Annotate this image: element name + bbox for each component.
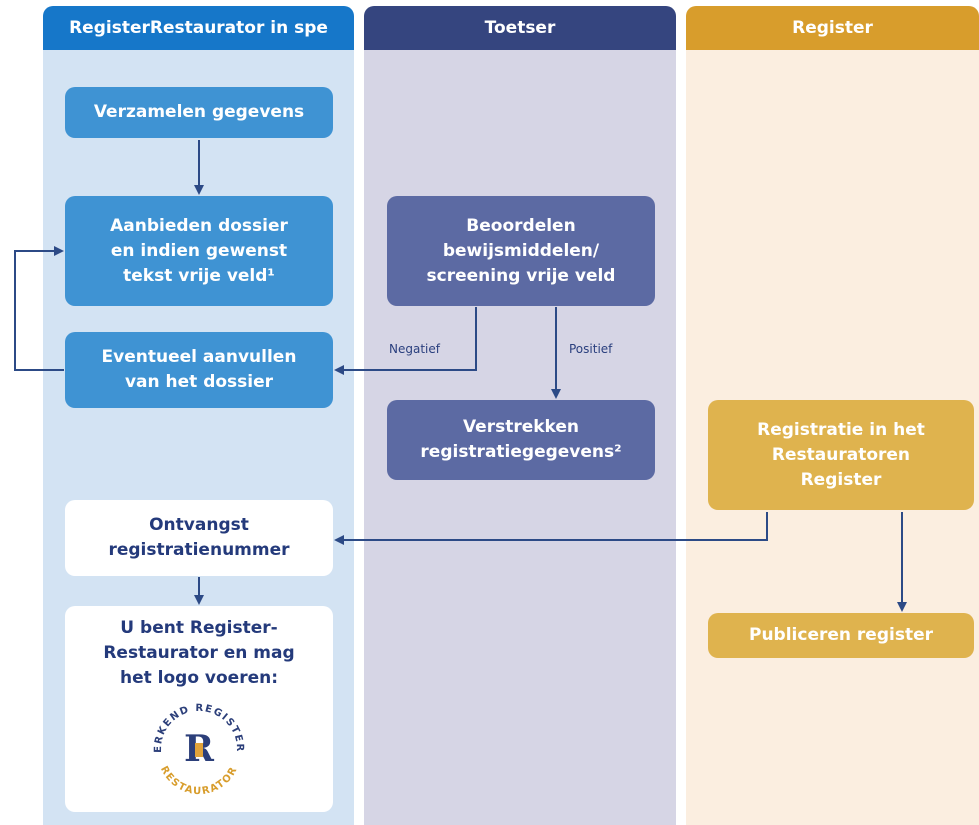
arrow-supplement-loop-back: [14, 246, 64, 371]
lane-header-assessor: Toetser: [364, 6, 676, 50]
step-supplement-dossier[interactable]: Eventueel aanvullen van het dossier: [65, 332, 333, 408]
lane-header-register: Register: [686, 6, 979, 50]
step-assess-evidence[interactable]: Beoordelen bewijsmiddelen/ screening vri…: [387, 196, 655, 306]
step-result-logo: U bent Register- Restaurator en mag het …: [65, 606, 333, 812]
step-submit-dossier[interactable]: Aanbieden dossier en indien gewenst teks…: [65, 196, 333, 306]
step-issue-registration-data[interactable]: Verstrekken registratiegegevens²: [387, 400, 655, 480]
lane-header-applicant: RegisterRestaurator in spe: [43, 6, 354, 50]
arrow-assess-negative: [334, 307, 477, 375]
edge-label-negative: Negatief: [389, 342, 440, 356]
step-receive-number[interactable]: Ontvangst registratienummer: [65, 500, 333, 576]
erkend-register-logo-icon: ERKEND REGISTER RESTAURATOR R: [153, 703, 244, 797]
step-collect-data[interactable]: Verzamelen gegevens: [65, 87, 333, 138]
result-text: U bent Register- Restaurator en mag het …: [103, 618, 295, 688]
arrow-registration-to-receive: [334, 512, 768, 545]
step-registration[interactable]: Registratie in het Restauratoren Registe…: [708, 400, 974, 510]
logo-accent: [195, 743, 203, 757]
edge-label-positive: Positief: [569, 342, 613, 356]
step-publish-register[interactable]: Publiceren register: [708, 613, 974, 658]
